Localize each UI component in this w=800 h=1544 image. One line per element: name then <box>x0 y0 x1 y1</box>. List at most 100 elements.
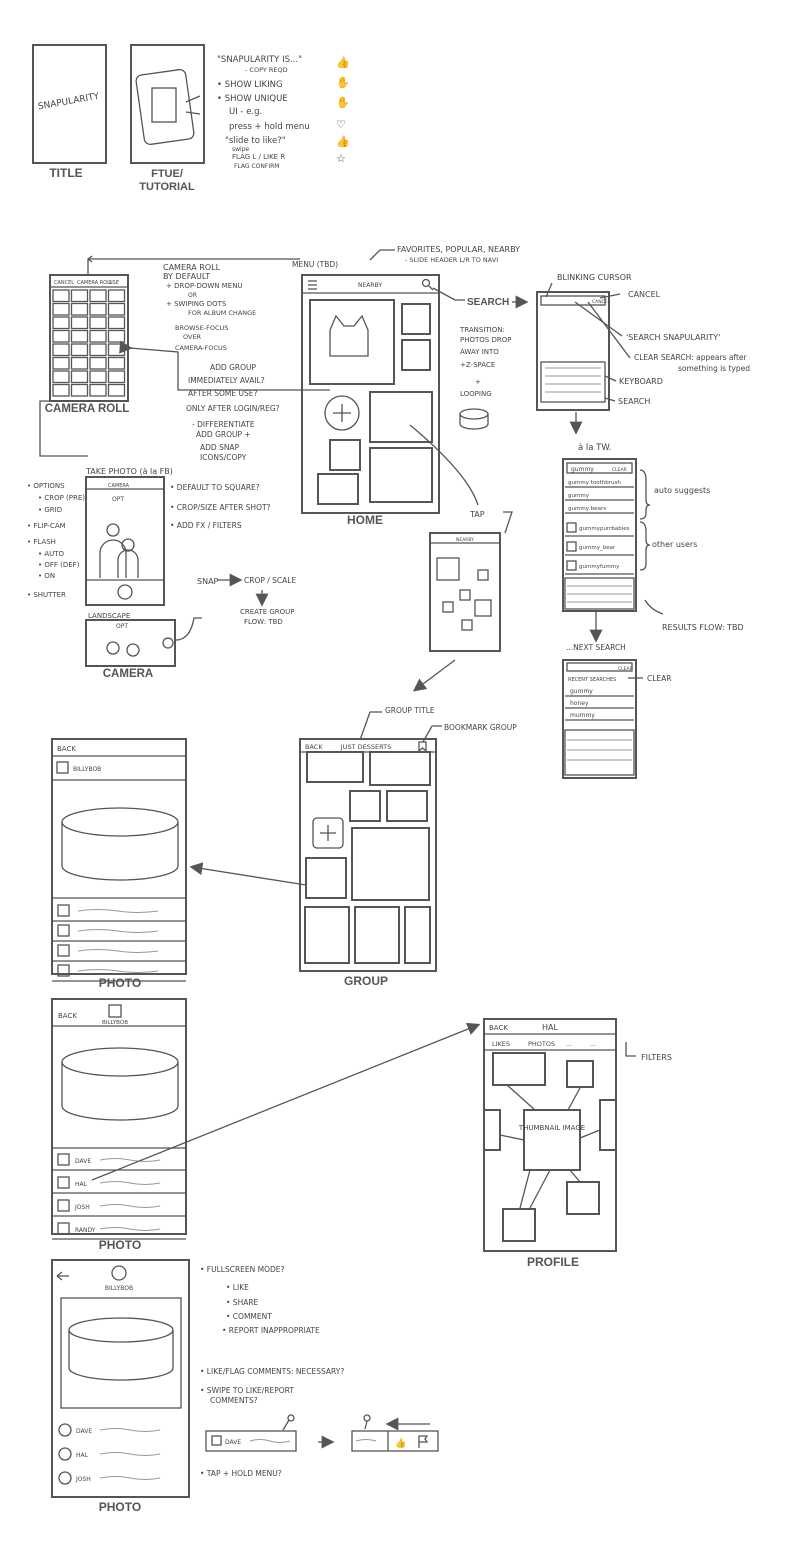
photo-thumbnail[interactable] <box>70 302 89 316</box>
commenter-name[interactable]: HAL <box>75 1181 88 1188</box>
photo-thumbnail[interactable] <box>107 329 126 343</box>
suggest-item[interactable]: gummy toothbrush <box>568 480 621 486</box>
commenter-name[interactable]: DAVE <box>76 1428 92 1435</box>
note-line: OR <box>188 292 197 299</box>
add-button[interactable] <box>312 817 344 849</box>
heart-icon: ♡ <box>336 118 346 131</box>
keyboard[interactable] <box>564 577 635 610</box>
photo-thumbnail[interactable] <box>89 343 107 357</box>
photo-thumbnail[interactable] <box>52 316 70 330</box>
camera-options-notes: • OPTIONS • CROP (PRE) • GRID • FLIP-CAM… <box>27 482 85 599</box>
back-arrow-icon[interactable] <box>56 1271 69 1281</box>
profile-tab[interactable]: LIKES <box>492 1040 510 1048</box>
user-item[interactable]: gummypurrbabies <box>579 526 630 532</box>
profile-tab[interactable]: ... <box>590 1040 596 1048</box>
photo-thumbnail[interactable] <box>52 343 70 357</box>
suggest-item[interactable]: gummy <box>568 493 590 499</box>
landscape-opt[interactable]: OPT <box>116 623 128 630</box>
photo-thumbnail[interactable] <box>52 302 70 316</box>
commenter-name[interactable]: DAVE <box>75 1158 91 1165</box>
photo-thumbnail[interactable] <box>89 356 107 370</box>
note-line: +Z-SPACE <box>460 361 495 369</box>
recent-searches-label: RECENT SEARCHES <box>568 677 616 683</box>
photo-thumbnail[interactable] <box>52 289 70 303</box>
profile-tab[interactable]: PHOTOS <box>528 1040 555 1048</box>
keyboard[interactable] <box>564 729 635 776</box>
keyboard[interactable] <box>540 361 606 403</box>
bookmark-group-note: BOOKMARK GROUP <box>444 723 517 732</box>
photo-thumbnail[interactable] <box>305 857 347 899</box>
snap-label: SNAP <box>197 577 219 586</box>
photo-thumbnail[interactable] <box>89 289 107 303</box>
camera-roll-use[interactable]: USE <box>109 280 119 286</box>
photo-thumbnail[interactable] <box>52 329 70 343</box>
shutter-button[interactable] <box>117 584 133 600</box>
camera-roll-cancel[interactable]: CANCEL <box>54 280 74 286</box>
home-header[interactable]: NEARBY <box>358 282 382 289</box>
note-line: IMMEDIATELY AVAIL? <box>188 376 265 385</box>
comment-text <box>77 969 159 973</box>
note-line: - COPY REQD <box>245 66 288 74</box>
note-line: • DEFAULT TO SQUARE? <box>170 483 260 492</box>
photo-thumbnail[interactable] <box>52 370 70 384</box>
commenter-name[interactable]: JOSH <box>74 1204 90 1211</box>
photo2-back[interactable]: BACK <box>58 1012 77 1020</box>
user-avatar <box>566 522 577 533</box>
autosuggest-search-input[interactable] <box>566 462 633 474</box>
add-group-button[interactable] <box>324 395 360 431</box>
photo-thumbnail[interactable] <box>70 383 89 397</box>
tap-flow: TAP NEARBY <box>409 424 513 692</box>
photo-thumbnail[interactable] <box>107 302 126 316</box>
bookmark-icon[interactable] <box>418 741 427 753</box>
photo-thumbnail[interactable] <box>89 383 107 397</box>
photo-thumbnail[interactable] <box>89 329 107 343</box>
photo-thumbnail[interactable] <box>89 316 107 330</box>
thumbs-up-icon: 👍 <box>336 56 350 69</box>
commenter-name[interactable]: HAL <box>76 1452 89 1459</box>
connector-line <box>119 340 330 391</box>
photo-thumbnail[interactable] <box>107 343 126 357</box>
recent-item[interactable]: mummy <box>570 712 595 719</box>
camera-roll-grid[interactable] <box>52 289 126 397</box>
camera-opt[interactable]: OPT <box>112 496 124 503</box>
user-item[interactable]: gummy_bear <box>579 545 616 551</box>
suggest-item[interactable]: gummy bears <box>568 506 606 512</box>
commenter-name[interactable]: RANDY <box>75 1227 96 1234</box>
photo-thumbnail[interactable] <box>107 356 126 370</box>
photo-thumbnail[interactable] <box>70 343 89 357</box>
commenter-name[interactable]: JOSH <box>75 1476 91 1483</box>
photo-thumbnail[interactable] <box>89 370 107 384</box>
photo-thumbnail[interactable] <box>107 370 126 384</box>
photo-thumbnail[interactable] <box>52 356 70 370</box>
photo-thumbnail[interactable] <box>52 383 70 397</box>
user-item[interactable]: gummyfummy <box>579 564 620 570</box>
photo1-back[interactable]: BACK <box>57 745 76 753</box>
photo-thumbnail[interactable] <box>70 289 89 303</box>
group-back[interactable]: BACK <box>305 743 323 751</box>
photo-thumbnail[interactable] <box>70 329 89 343</box>
search-input[interactable] <box>540 295 606 306</box>
autosuggest-clear[interactable]: CLEAR <box>612 467 627 473</box>
photo-thumbnail[interactable] <box>70 356 89 370</box>
menu-icon[interactable] <box>308 280 317 290</box>
photo-thumbnail[interactable] <box>70 370 89 384</box>
photo-thumbnail[interactable] <box>107 289 126 303</box>
photo-thumbnail[interactable] <box>89 302 107 316</box>
recent-item[interactable]: honey <box>570 700 589 707</box>
like-icon[interactable]: 👍 <box>395 1437 406 1449</box>
search-cancel-short[interactable]: CANCEL <box>592 299 611 305</box>
photo-thumbnail[interactable] <box>107 316 126 330</box>
profile-back[interactable]: BACK <box>489 1024 508 1032</box>
comment-avatar <box>57 1199 70 1212</box>
photo3-user: BILLYBOB <box>105 1285 133 1292</box>
search-icon[interactable] <box>421 278 431 288</box>
photo-thumbnail[interactable] <box>107 383 126 397</box>
note-line: FAVORITES, POPULAR, NEARBY <box>397 245 520 254</box>
next-search-clear[interactable]: CLEAR <box>618 666 633 672</box>
recent-item[interactable]: gummy <box>570 688 593 695</box>
profile-tab[interactable]: ... <box>566 1040 572 1048</box>
next-search-input[interactable] <box>566 662 633 672</box>
photo-thumbnail[interactable] <box>70 316 89 330</box>
flag-icon[interactable] <box>418 1435 429 1448</box>
